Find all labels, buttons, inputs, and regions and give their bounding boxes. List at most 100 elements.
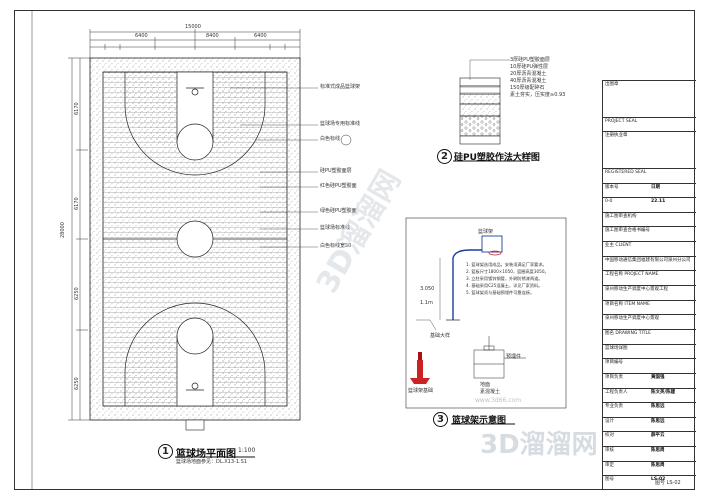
page-number: 图号 LS-02	[655, 480, 681, 486]
callout-6: 绿色硅PU塑胶面	[320, 208, 357, 214]
title-block-value: 陈思周	[651, 462, 665, 468]
title-block-label: 设计	[605, 418, 614, 424]
title-block-row: PROJECT SEAL	[603, 116, 696, 132]
title-block-value: 陈思远	[651, 418, 665, 424]
dim-left-4: 6250	[74, 377, 80, 390]
section-marker	[340, 134, 352, 146]
title-block-label: 校对	[605, 433, 614, 439]
plan-scale: 1:100	[238, 447, 256, 454]
court-lines	[103, 71, 287, 407]
title-block-label: 专业负责	[605, 404, 623, 410]
title-block-label: 泉州移动生产调度中心景观	[605, 316, 659, 322]
title-block-row: 0-0 22.11	[603, 197, 696, 212]
plan-number-badge: 1	[158, 444, 173, 459]
dim-total-length: 28000	[60, 222, 66, 238]
title-block-row: 审核陈思周	[603, 446, 696, 461]
title-block-label: 中国移动通信集团福建有限公司泉州分公司	[605, 257, 691, 263]
detail2-scale: 1:15	[521, 153, 534, 159]
title-block-row: 出图章	[603, 80, 696, 117]
title-block-label: PROJECT SEAL	[605, 118, 638, 124]
title-block-label: 出图章	[605, 82, 619, 87]
title-block-row: 图号 LS-02	[603, 475, 696, 490]
watermark-url: www.3d66.com	[475, 397, 522, 404]
title-block-label: 0-0	[605, 199, 613, 205]
layer-6: 素土夯实，压实度≥0.93	[510, 92, 566, 98]
d3-note-2: 2. 篮板尺寸1800×1050，篮圈高度3050。	[466, 269, 549, 274]
title-block-label: 工程负责人	[605, 389, 628, 395]
callout-5: 红色硅PU塑胶面	[320, 183, 357, 189]
detail3-frame	[405, 217, 567, 409]
top-left-fill	[125, 72, 177, 152]
title-block-value: 陈文英/陈建	[651, 389, 676, 395]
top-dimension-lines	[89, 29, 301, 60]
title-block-row: 施工图审查机构	[603, 211, 696, 227]
d3-label-concrete: 素混凝土	[480, 389, 501, 395]
detail2-number-badge: 2	[437, 149, 452, 164]
title-block-row: 工程名称 PROJECT NAME	[603, 270, 696, 285]
d3-label-ground: 地面	[480, 382, 491, 388]
watermark-brand: 3D溜溜网	[480, 430, 598, 460]
top-right-fill	[213, 72, 265, 152]
title-block-label: 注册执业章	[605, 133, 628, 139]
detail2-title: 硅PU塑胶作法大样图	[454, 153, 540, 163]
layer-1: 3厚硅PU塑胶面层	[510, 57, 550, 63]
callout-7: 篮球场标准线	[320, 225, 351, 231]
red-stand-icon	[410, 352, 430, 384]
hoop-pole	[452, 249, 485, 320]
title-block-label: 业主 CLIENT	[605, 243, 632, 249]
title-block-value: 薛平云	[651, 433, 665, 439]
title-block-row: 中国移动通信集团福建有限公司泉州分公司	[603, 255, 696, 271]
title-block-label: 图名 DRAWING TITLE	[605, 330, 651, 336]
title-block-row: 图名 DRAWING TITLE	[603, 328, 696, 344]
d3-label-offset: 1.1m	[420, 300, 433, 306]
title-block-row: REGISTERED SEAL	[603, 167, 696, 183]
title-block-row: 泉州移动生产调度中心景观	[603, 314, 696, 329]
callout-8: 白色标线宽50	[320, 243, 352, 249]
d3-label-hoop-footing: 篮球架基础	[408, 388, 434, 394]
d3-label-embed: 预埋件	[506, 354, 522, 360]
backboard	[481, 235, 503, 253]
d3-label-height: 3.050	[420, 286, 435, 292]
title-block-label: REGISTERED SEAL	[605, 169, 647, 175]
detail3-title: 篮球架示意图	[452, 416, 507, 426]
entrance	[185, 419, 205, 431]
callout-leaders	[230, 87, 318, 248]
title-block-row: 业主 CLIENT	[603, 241, 696, 256]
title-block-row: 工程负责人 陈文英/陈建	[603, 387, 696, 403]
title-block-label: 项目名称 ITEM NAME	[605, 301, 650, 307]
title-block-row: 施工图审查合格书编号	[603, 226, 696, 241]
title-block-label: 项目负责	[605, 374, 623, 380]
callout-4: 硅PU塑胶面层	[320, 168, 352, 174]
title-block-row: 篮球场详图	[603, 343, 696, 359]
bottom-left-fill	[125, 326, 177, 406]
d3-label-footing: 基础大样	[430, 333, 451, 339]
dim-top-1: 6400	[135, 33, 148, 39]
d3-note-1: 1. 篮球架选用成品，安装须满足厂家要求。	[466, 262, 547, 267]
title-block-label: 工程名称 PROJECT NAME	[605, 272, 659, 278]
title-block-label: 篮球场详图	[605, 345, 628, 351]
title-block-row: 审定陈思周	[603, 460, 696, 476]
d3-note-4: 4. 基础采用C25混凝土，详见厂家资料。	[466, 283, 543, 288]
footing-detail	[473, 336, 526, 379]
sheet-frame	[14, 10, 695, 490]
title-block-row: 专业负责陈思远	[603, 402, 696, 417]
title-block-label: 泉州移动生产调度中心景观工程	[605, 287, 668, 293]
plan-note: 篮球场地面参见：DL.X13-1.S1	[176, 459, 247, 465]
d3-label-hoop: 篮球架	[478, 229, 494, 235]
title-block-row: 设计 陈思远	[603, 416, 696, 432]
title-block-label: 图号	[605, 477, 614, 483]
title-block-label: 版本号	[605, 184, 619, 190]
left-dimension-lines	[68, 57, 90, 421]
layer-3: 20厚沥青混凝土	[510, 71, 547, 77]
callout-2: 篮球场专用标准线	[320, 121, 361, 127]
d3-note-3: 3. 立柱采用镀锌钢管，外刷防锈漆两道。	[466, 276, 543, 281]
d3-note-5: 5. 篮球架须与基础预埋件可靠连接。	[466, 290, 535, 295]
title-block-label: 施工图审查合格书编号	[605, 228, 650, 234]
dim-total-width: 15000	[185, 24, 201, 30]
title-block-value: LS-02	[651, 477, 666, 483]
callout-3: 白色标线	[320, 136, 341, 142]
title-block-value: 22.11	[651, 199, 666, 205]
